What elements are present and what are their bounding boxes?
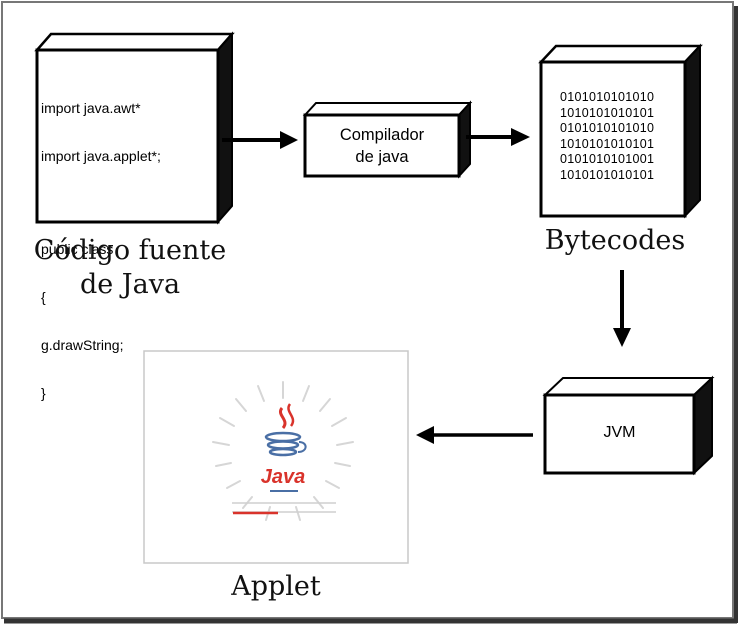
source-caption-line: Código fuente bbox=[33, 235, 227, 266]
code-line: } bbox=[41, 385, 46, 401]
bytecode-caption: Bytecodes bbox=[544, 225, 686, 256]
bytecode-line: 0101010101010 bbox=[560, 90, 655, 104]
bytecode-line: 0101010101010 bbox=[560, 121, 655, 135]
bytecode-bits: 0101010101010 1010101010101 010101010101… bbox=[560, 90, 654, 183]
source-code-box bbox=[34, 31, 235, 225]
compiler-label-line: de java bbox=[355, 148, 409, 166]
source-code-text: import java.awt* import java.applet*; pu… bbox=[41, 68, 161, 417]
bytecode-line: 1010101010101 bbox=[560, 105, 655, 120]
code-line bbox=[41, 196, 161, 212]
bytecode-box bbox=[538, 43, 703, 219]
compiler-label: Compilador de java bbox=[305, 124, 459, 168]
applet-caption: Applet bbox=[231, 571, 321, 602]
code-line: g.drawString; bbox=[41, 337, 124, 353]
source-caption: Código fuente de Java bbox=[20, 234, 240, 302]
java-logo-text: Java bbox=[261, 466, 306, 488]
java-logo-stage bbox=[232, 502, 336, 515]
code-line: import java.applet*; bbox=[41, 148, 161, 164]
code-line: import java.awt* bbox=[41, 100, 141, 116]
jvm-label: JVM bbox=[603, 424, 636, 441]
arrow-source-to-compiler bbox=[222, 131, 298, 149]
compiler-label-line: Compilador bbox=[339, 126, 425, 144]
applet-frame bbox=[143, 350, 409, 564]
bytecode-line: 1010101010101 bbox=[560, 136, 655, 151]
java-logo-rays bbox=[212, 381, 354, 521]
arrow-bytecodes-to-jvm bbox=[613, 270, 631, 347]
bytecode-line: 0101010101001 bbox=[560, 152, 655, 166]
arrow-compiler-to-bytecodes bbox=[466, 128, 530, 146]
arrow-jvm-to-applet bbox=[416, 426, 533, 444]
java-cup-icon: Java bbox=[261, 403, 307, 492]
code-line: public class bbox=[41, 241, 114, 257]
compiler-box bbox=[302, 100, 473, 179]
jvm-box bbox=[542, 375, 715, 476]
bytecode-line: 1010101010101 bbox=[560, 167, 655, 182]
code-line: { bbox=[41, 289, 46, 305]
source-caption-line: de Java bbox=[79, 269, 181, 300]
